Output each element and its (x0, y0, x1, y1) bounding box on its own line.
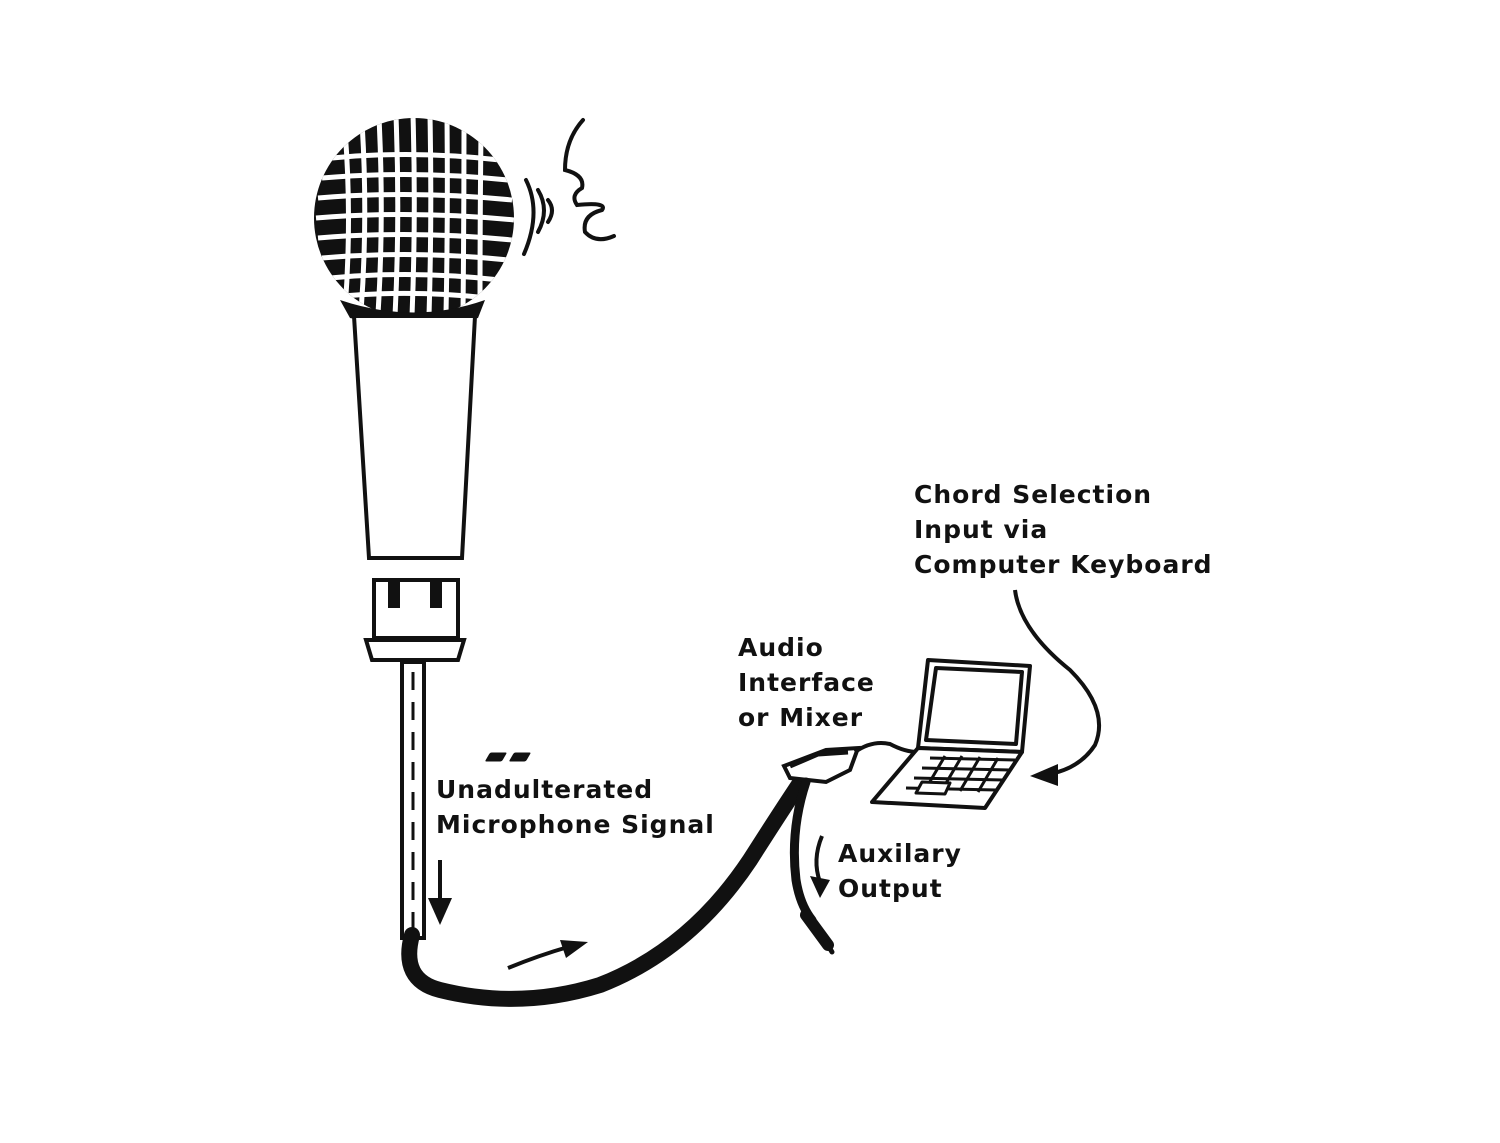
microphone-cable-vertical (400, 660, 426, 940)
signal-down-arrow (428, 860, 452, 925)
audio-interface-label-line: Interface (738, 668, 875, 697)
aux-output-label: Auxilary Output (838, 836, 962, 906)
microphone-connector (363, 578, 467, 662)
interface-to-laptop-cable (853, 741, 919, 754)
audio-interface-label: Audio Interface or Mixer (738, 630, 875, 735)
microphone-signal-label-line: Unadulterated (436, 775, 654, 804)
keyboard-input-label-line: Input via (914, 515, 1049, 544)
microphone-handle (351, 314, 478, 560)
signal-right-arrow (507, 940, 588, 970)
audio-jack-icon (789, 777, 835, 955)
aux-output-label-line: Output (838, 874, 943, 903)
keyboard-input-label: Chord Selection Input via Computer Keybo… (914, 477, 1213, 582)
keyboard-input-arrow (1013, 589, 1102, 786)
audio-interface-icon (781, 745, 861, 785)
aux-output-label-line: Auxilary (838, 839, 962, 868)
microphone-signal-label-line: Microphone Signal (436, 810, 715, 839)
microphone-icon (314, 118, 514, 940)
keyboard-input-label-line: Computer Keyboard (914, 550, 1213, 579)
microphone-head (314, 118, 514, 325)
sound-waves-icon (522, 178, 554, 256)
audio-interface-label-line: Audio (738, 633, 824, 662)
laptop-icon (485, 658, 1032, 810)
main-cable (401, 760, 818, 1007)
keyboard-input-label-line: Chord Selection (914, 480, 1153, 509)
aux-output-arrow (810, 835, 830, 898)
speaking-mouth-icon (562, 118, 616, 242)
audio-interface-label-line: or Mixer (738, 703, 864, 732)
microphone-signal-label: Unadulterated Microphone Signal (436, 772, 715, 842)
